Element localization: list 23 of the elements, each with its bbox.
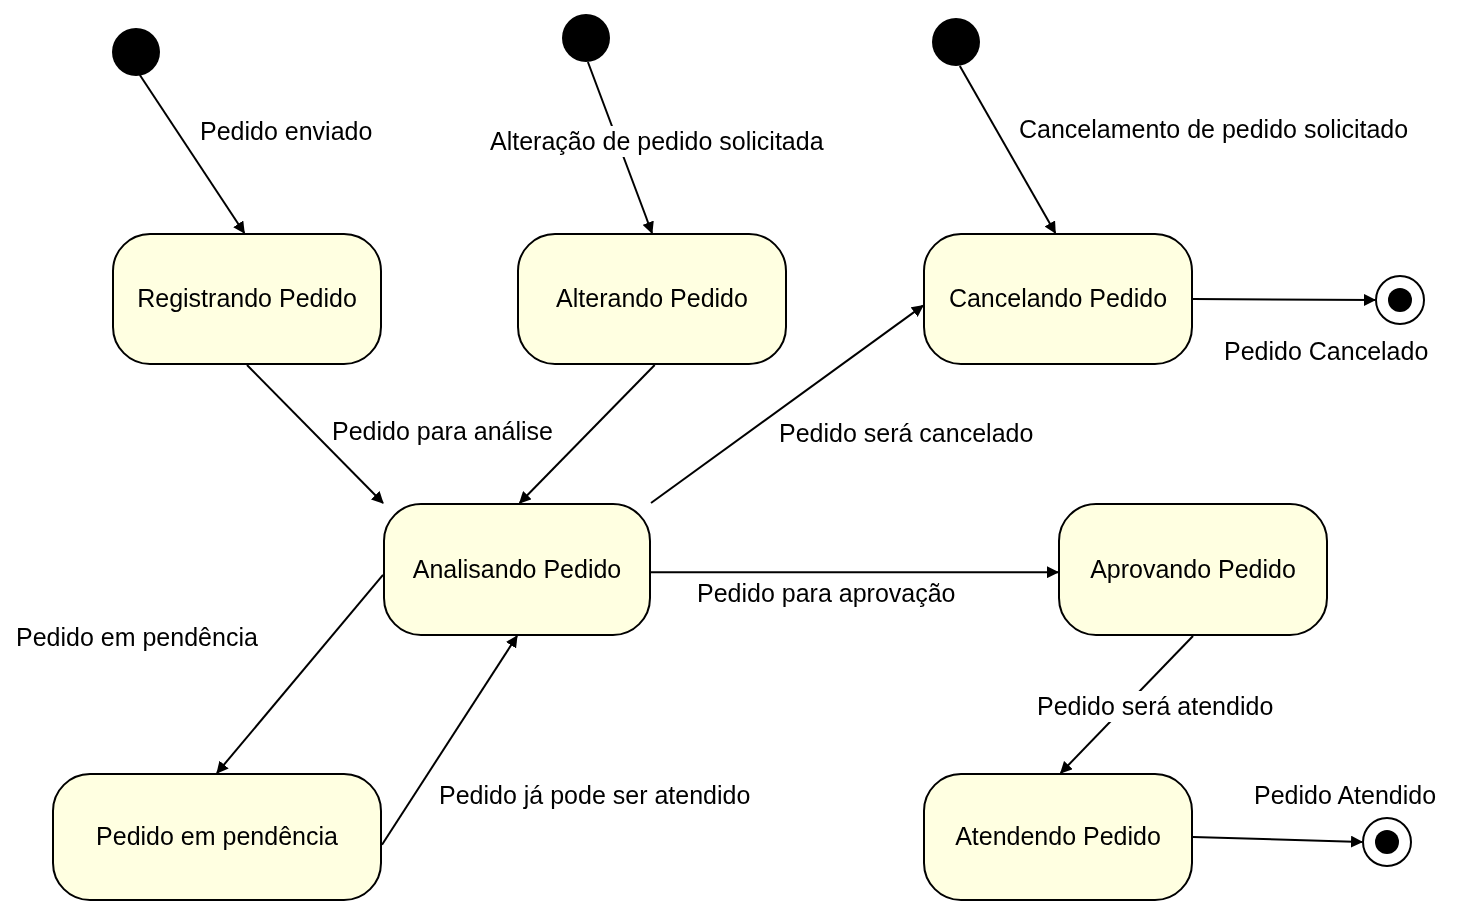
transition-arrow xyxy=(216,573,384,774)
transition-arrow xyxy=(958,65,1057,234)
state-box: Analisando Pedido xyxy=(383,503,651,636)
final-state xyxy=(1375,275,1425,325)
state-box: Atendendo Pedido xyxy=(923,773,1193,901)
state-box: Alterando Pedido xyxy=(517,233,787,365)
final-state xyxy=(1362,817,1412,867)
initial-state xyxy=(112,28,160,76)
state-box: Pedido em pendência xyxy=(52,773,382,901)
transition-arrow xyxy=(650,566,1059,579)
transition-arrow xyxy=(650,304,924,504)
initial-state xyxy=(932,18,980,66)
transition-arrow xyxy=(518,364,656,504)
transition-arrow xyxy=(246,364,384,504)
state-box: Registrando Pedido xyxy=(112,233,382,365)
transition-arrow xyxy=(1192,835,1363,848)
transition-arrow xyxy=(138,74,246,234)
initial-state xyxy=(562,14,610,62)
transition-arrow xyxy=(1192,293,1376,306)
state-box: Cancelando Pedido xyxy=(923,233,1193,365)
transition-arrow xyxy=(381,635,518,846)
state-box: Aprovando Pedido xyxy=(1058,503,1328,636)
edge-label: Alteração de pedido solicitada xyxy=(488,126,826,158)
